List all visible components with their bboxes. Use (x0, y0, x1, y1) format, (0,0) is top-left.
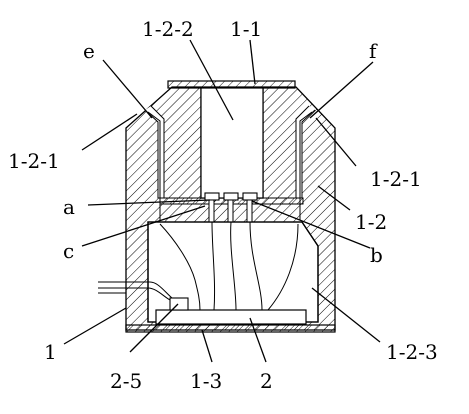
leader-1-2-1-left (81, 113, 138, 151)
leader-2-5 (129, 303, 179, 353)
leader-c (81, 205, 206, 247)
cable-entry (98, 281, 173, 299)
leader-1 (63, 307, 127, 345)
lead-channel-left (144, 105, 165, 199)
wire-3 (230, 221, 237, 311)
leader-1-1 (249, 39, 256, 85)
wire-2 (211, 221, 216, 311)
label-b: b (370, 243, 383, 267)
label-1-2-2: 1-2-2 (142, 17, 194, 41)
label-2: 2 (260, 369, 273, 393)
label-1-1: 1-1 (230, 17, 262, 41)
label-1-2: 1-2 (355, 210, 387, 234)
label-1: 1 (44, 340, 57, 364)
leader-e (102, 59, 153, 119)
leader-f (309, 61, 374, 119)
label-1-3: 1-3 (190, 369, 222, 393)
leader-1-2-3 (311, 287, 381, 343)
wire-5 (267, 223, 299, 311)
component-2-5 (169, 297, 189, 311)
label-f: f (369, 39, 378, 63)
lead-wire-left (147, 111, 161, 220)
wire-4 (249, 221, 263, 311)
bottom-plate (125, 324, 336, 333)
top-cover-plate (167, 80, 296, 89)
leader-1-2-1-right (315, 117, 357, 167)
leader-2 (249, 317, 267, 363)
leader-1-2-2 (189, 39, 234, 121)
lower-cavity (147, 221, 319, 323)
label-e: e (83, 39, 95, 63)
label-1-2-3: 1-2-3 (386, 340, 438, 364)
chip-left (204, 192, 220, 201)
label-2-5: 2-5 (110, 369, 142, 393)
post-2 (227, 199, 234, 223)
label-c: c (63, 239, 74, 263)
leader-1-2 (317, 185, 351, 211)
lead-wire-right (299, 111, 313, 220)
label-a: a (63, 195, 75, 219)
cable-entry-2 (98, 287, 171, 301)
leader-b (251, 200, 371, 249)
post-3 (246, 199, 253, 223)
lead-channel-right (295, 105, 316, 199)
wire-1 (159, 223, 201, 311)
chip-right (242, 192, 258, 201)
post-1 (208, 199, 215, 223)
circuit-board (155, 309, 307, 325)
leader-a (87, 199, 211, 206)
chip-middle (223, 192, 239, 201)
leader-1-3 (201, 329, 213, 363)
label-1-2-1-right: 1-2-1 (370, 167, 422, 191)
upper-channel (200, 87, 264, 199)
label-1-2-1-left: 1-2-1 (8, 149, 60, 173)
